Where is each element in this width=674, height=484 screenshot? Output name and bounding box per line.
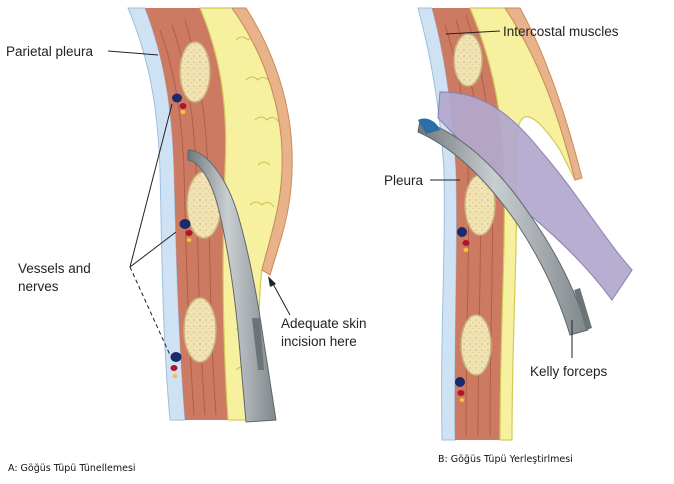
rib-a-1 — [180, 42, 210, 102]
label-vessels-line1: Vessels and — [18, 261, 91, 276]
skin-arrow-head — [268, 276, 276, 287]
label-kelly-forceps: Kelly forceps — [530, 364, 608, 379]
rib-b-1 — [454, 34, 482, 86]
panel-a: Parietal pleura Vessels and nerves Adequ… — [6, 8, 367, 474]
rib-a-3 — [184, 298, 216, 362]
label-pleura: Pleura — [384, 173, 424, 188]
caption-a: A: Göğüs Tüpü Tünellemesi — [8, 463, 136, 474]
caption-b: B: Göğüs Tüpü Yerleştirlmesi — [438, 454, 573, 465]
label-skin-line1: Adequate skin — [281, 316, 367, 331]
label-vessels-line2: nerves — [18, 279, 59, 294]
label-intercostal-muscles: Intercostal muscles — [503, 24, 619, 39]
label-skin-line2: incision here — [281, 334, 357, 349]
label-parietal-pleura: Parietal pleura — [6, 44, 94, 59]
panel-b: Intercostal muscles Pleura Kelly forceps… — [384, 8, 632, 465]
chest-wall-a — [128, 8, 292, 420]
rib-b-3 — [461, 315, 491, 375]
